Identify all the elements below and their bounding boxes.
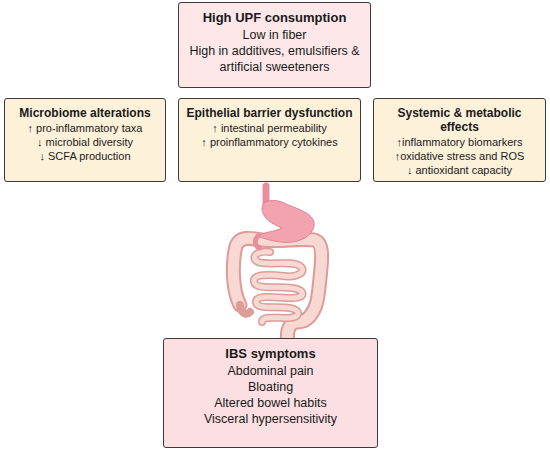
effect-box: Microbiome alterations↑ pro-inflammatory… (4, 98, 166, 182)
box-item: Abdominal pain (170, 363, 371, 379)
box-item: ↓ microbial diversity (11, 135, 159, 149)
box-item: ↓ SCFA production (11, 149, 159, 163)
box-item: ↑ pro-inflammatory taxa (11, 121, 159, 135)
box-item: Low in fiber (185, 27, 364, 43)
outcome-box: IBS symptomsAbdominal painBloatingAltere… (163, 338, 378, 448)
box-heading: IBS symptoms (170, 346, 371, 362)
box-item: Visceral hypersensitivity (170, 411, 371, 427)
box-item: Bloating (170, 379, 371, 395)
box-item: Altered bowel habits (170, 395, 371, 411)
box-heading: High UPF consumption (185, 10, 364, 26)
box-heading: Epithelial barrier dysfunction (185, 106, 354, 120)
source-box: High UPF consumptionLow in fiberHigh in … (178, 2, 371, 88)
box-item: ↑ intestinal permeability (185, 121, 354, 135)
box-item: ↑ proinflammatory cytokines (185, 135, 354, 149)
box-item: High in additives, emulsifiers & artific… (185, 43, 364, 75)
box-item: ↓ antioxidant capacity (380, 163, 539, 177)
box-item: ↑inflammatory biomarkers (380, 135, 539, 149)
effect-box: Systemic & metabolic effects↑inflammator… (373, 98, 546, 182)
effect-box: Epithelial barrier dysfunction↑ intestin… (178, 98, 361, 182)
box-item: ↑oxidative stress and ROS (380, 149, 539, 163)
box-heading: Systemic & metabolic effects (380, 106, 539, 134)
box-heading: Microbiome alterations (11, 106, 159, 120)
